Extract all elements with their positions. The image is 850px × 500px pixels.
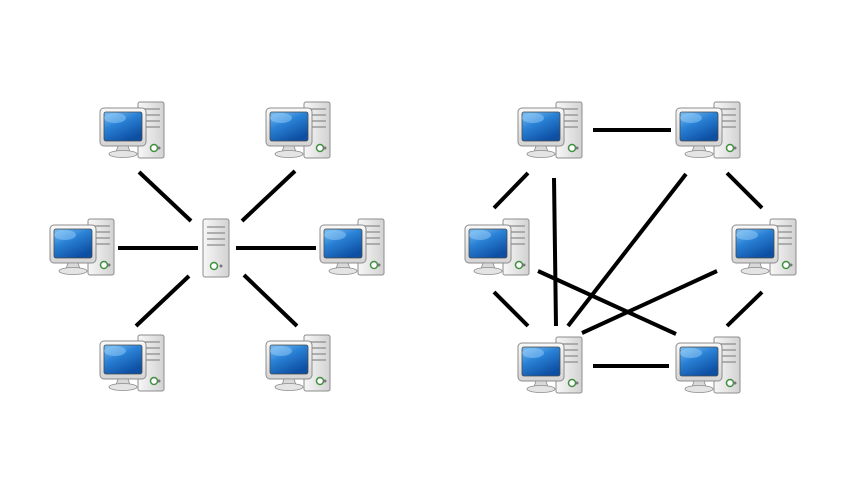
star-pc-middle-left-workstation-icon bbox=[50, 219, 114, 275]
link-star-pc-top-left-to-hub bbox=[139, 172, 191, 221]
mesh-pc-middle-right-workstation-icon bbox=[732, 219, 796, 275]
link-star-pc-bottom-left-to-hub bbox=[136, 276, 189, 326]
link-mesh-pc-top-left-to-mesh-pc-bottom-left bbox=[554, 178, 556, 326]
link-mesh-pc-middle-left-to-mesh-pc-top-left bbox=[494, 173, 528, 208]
star-pc-top-right-workstation-icon bbox=[266, 102, 330, 158]
link-mesh-pc-top-right-to-mesh-pc-bottom-left bbox=[568, 174, 686, 326]
star-pc-top-left-workstation-icon bbox=[100, 102, 164, 158]
star-pc-bottom-right-workstation-icon bbox=[266, 335, 330, 391]
link-star-pc-top-right-to-hub bbox=[242, 171, 295, 221]
link-mesh-pc-bottom-left-to-mesh-pc-middle-left bbox=[494, 292, 528, 326]
link-mesh-pc-top-right-to-mesh-pc-middle-right bbox=[727, 173, 762, 208]
star-pc-middle-right-workstation-icon bbox=[320, 219, 384, 275]
star-pc-bottom-left-workstation-icon bbox=[100, 335, 164, 391]
hub-server-icon bbox=[203, 219, 229, 277]
link-mesh-pc-middle-right-to-mesh-pc-bottom-right bbox=[727, 292, 762, 326]
mesh-pc-top-right-workstation-icon bbox=[676, 102, 740, 158]
link-mesh-pc-middle-left-to-mesh-pc-bottom-right bbox=[538, 271, 676, 334]
star-network bbox=[50, 102, 384, 391]
mesh-pc-middle-left-workstation-icon bbox=[465, 219, 529, 275]
link-star-pc-bottom-right-to-hub bbox=[244, 275, 297, 326]
mesh-pc-top-left-workstation-icon bbox=[518, 102, 582, 158]
mesh-pc-bottom-left-workstation-icon bbox=[518, 337, 582, 393]
mesh-pc-bottom-right-workstation-icon bbox=[676, 337, 740, 393]
